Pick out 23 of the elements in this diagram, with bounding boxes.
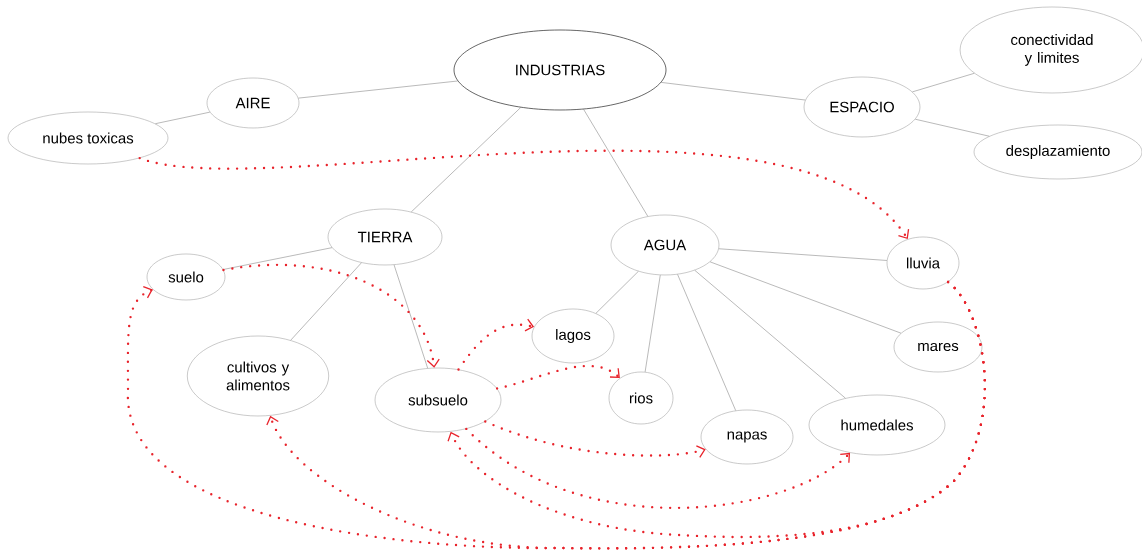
connector-line xyxy=(709,261,902,334)
connector-line xyxy=(223,247,333,270)
connector-line xyxy=(595,271,639,314)
connector-line xyxy=(290,262,362,341)
connector-line xyxy=(155,111,211,124)
dotted-arrow xyxy=(138,149,910,240)
connector-line xyxy=(298,80,458,99)
dotted-arrow xyxy=(465,427,851,510)
dotted-arrow xyxy=(222,263,440,368)
connector-line xyxy=(660,82,806,101)
connector-line xyxy=(393,264,428,369)
connector-line xyxy=(583,109,648,217)
dotted-arrow xyxy=(447,280,987,539)
connector-line xyxy=(411,107,521,213)
dotted-arrow xyxy=(457,318,535,371)
connector-line xyxy=(915,119,990,137)
connector-line xyxy=(677,274,736,411)
connector-line xyxy=(644,274,661,373)
dotted-arrow xyxy=(495,364,620,390)
dotted-arrow xyxy=(484,420,706,458)
connector-line xyxy=(718,248,888,261)
connector-line xyxy=(694,270,846,399)
connector-line xyxy=(912,73,975,93)
